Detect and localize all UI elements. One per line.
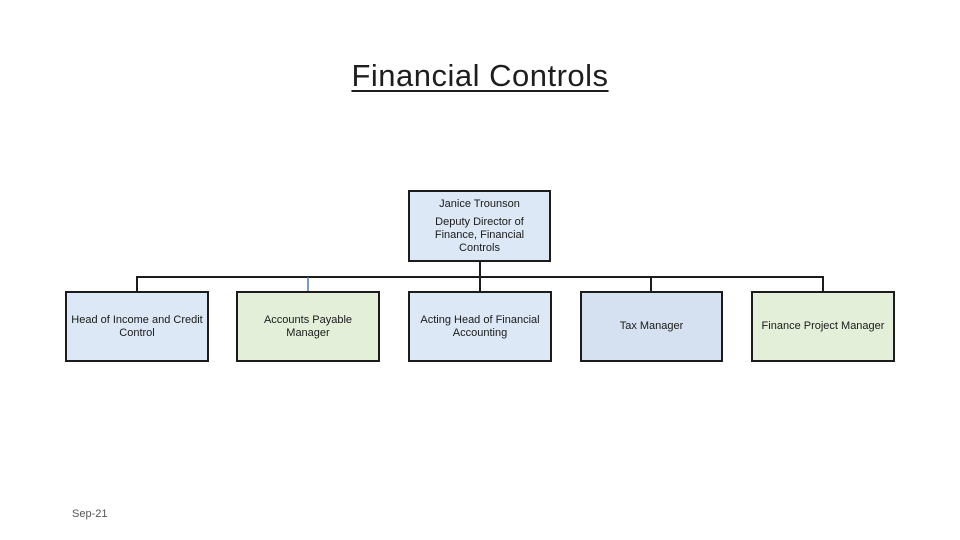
org-node-root: Janice Trounson Deputy Director of Finan…	[408, 190, 551, 262]
child-role: Acting Head of Financial Accounting	[420, 313, 540, 339]
child-role: Head of Income and Credit Control	[71, 313, 203, 339]
org-node-child-1: Head of Income and Credit Control	[65, 291, 209, 362]
org-node-child-5: Finance Project Manager	[751, 291, 895, 362]
footer-date: Sep-21	[72, 508, 108, 520]
org-node-child-4: Tax Manager	[580, 291, 723, 362]
org-node-child-3: Acting Head of Financial Accounting	[408, 291, 552, 362]
child-role: Finance Project Manager	[761, 320, 885, 332]
root-name: Janice Trounson	[439, 197, 520, 210]
root-role: Deputy Director of Finance, Financial Co…	[434, 215, 525, 254]
child-role: Accounts Payable Manager	[263, 313, 353, 339]
slide-title: Financial Controls	[351, 58, 609, 93]
org-node-child-2: Accounts Payable Manager	[236, 291, 380, 362]
child-role: Tax Manager	[619, 320, 684, 332]
